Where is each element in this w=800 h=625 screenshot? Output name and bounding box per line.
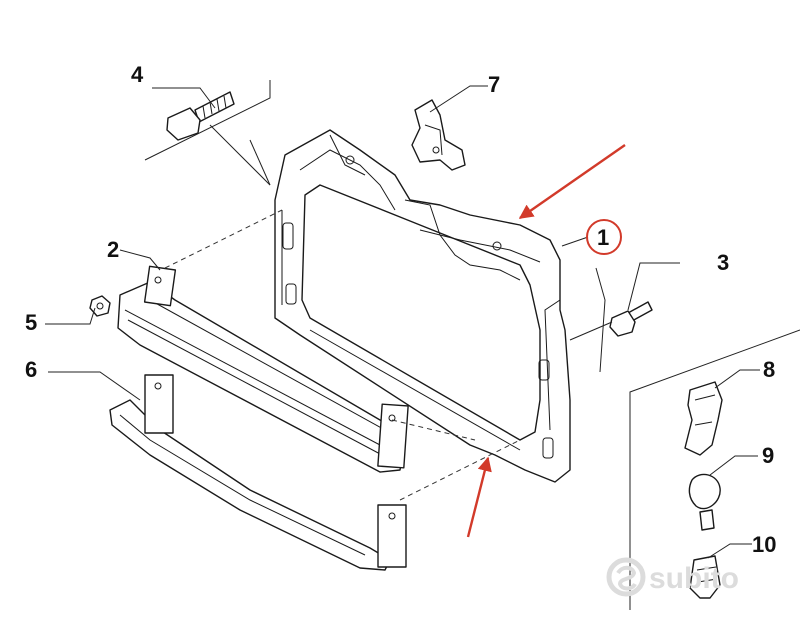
lower-beam-part <box>109 374 407 571</box>
callout-1-circle <box>586 219 622 255</box>
callout-4: 4 <box>131 62 144 87</box>
bolt-part-3 <box>609 301 653 337</box>
callout-9: 9 <box>762 443 774 468</box>
bumper-beam-part <box>117 265 409 473</box>
callout-3: 3 <box>717 250 729 275</box>
watermark: subito <box>606 557 739 597</box>
clip-part-8 <box>684 381 723 456</box>
leader-lines <box>45 80 800 610</box>
front-end-carrier-part <box>274 129 571 483</box>
assembly-dashed-lines <box>164 209 521 501</box>
callout-8: 8 <box>763 357 775 382</box>
callout-7: 7 <box>488 72 500 97</box>
callout-10: 10 <box>752 532 776 557</box>
bracket-part <box>411 99 466 171</box>
nut-part <box>89 295 111 317</box>
callout-1: 1 <box>597 225 609 250</box>
watermark-text: subito <box>649 562 739 595</box>
callout-2: 2 <box>107 237 119 262</box>
highlight-arrows <box>466 144 626 538</box>
clip-part-9 <box>688 473 721 531</box>
callout-5: 5 <box>25 310 37 335</box>
subito-logo-icon <box>606 557 646 597</box>
clip-part-10 <box>689 555 721 599</box>
callout-6: 6 <box>25 357 37 382</box>
